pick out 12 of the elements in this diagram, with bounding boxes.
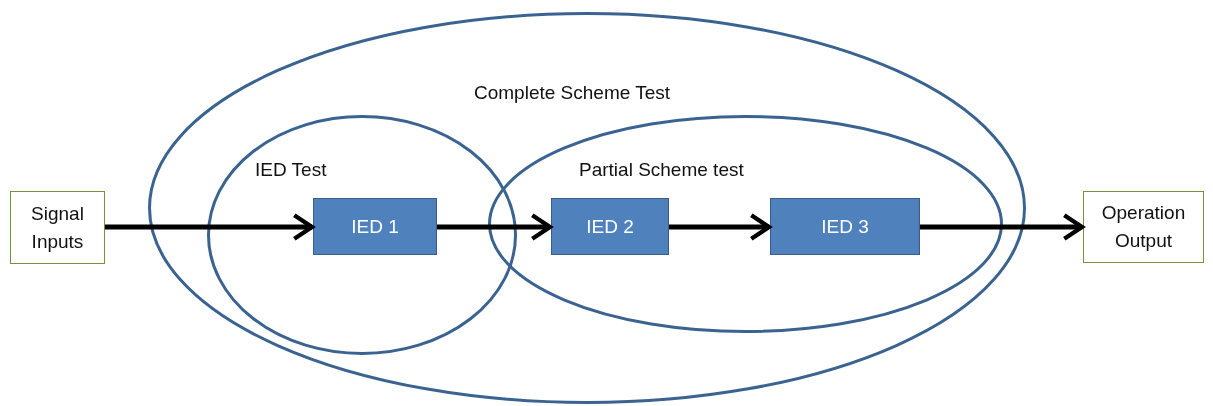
process-box: IED 1 [313,198,437,255]
region-title: Complete Scheme Test [474,82,671,104]
region-title: Partial Scheme test [579,159,744,181]
arrow [437,213,553,241]
arrow [669,213,772,241]
process-box: IED 2 [551,198,669,255]
arrow [105,213,315,241]
terminal-box: Signal Inputs [10,191,105,264]
arrow [920,213,1085,241]
region-title: IED Test [255,159,327,181]
terminal-box: Operation Output [1083,191,1204,263]
process-box: IED 3 [770,198,920,255]
